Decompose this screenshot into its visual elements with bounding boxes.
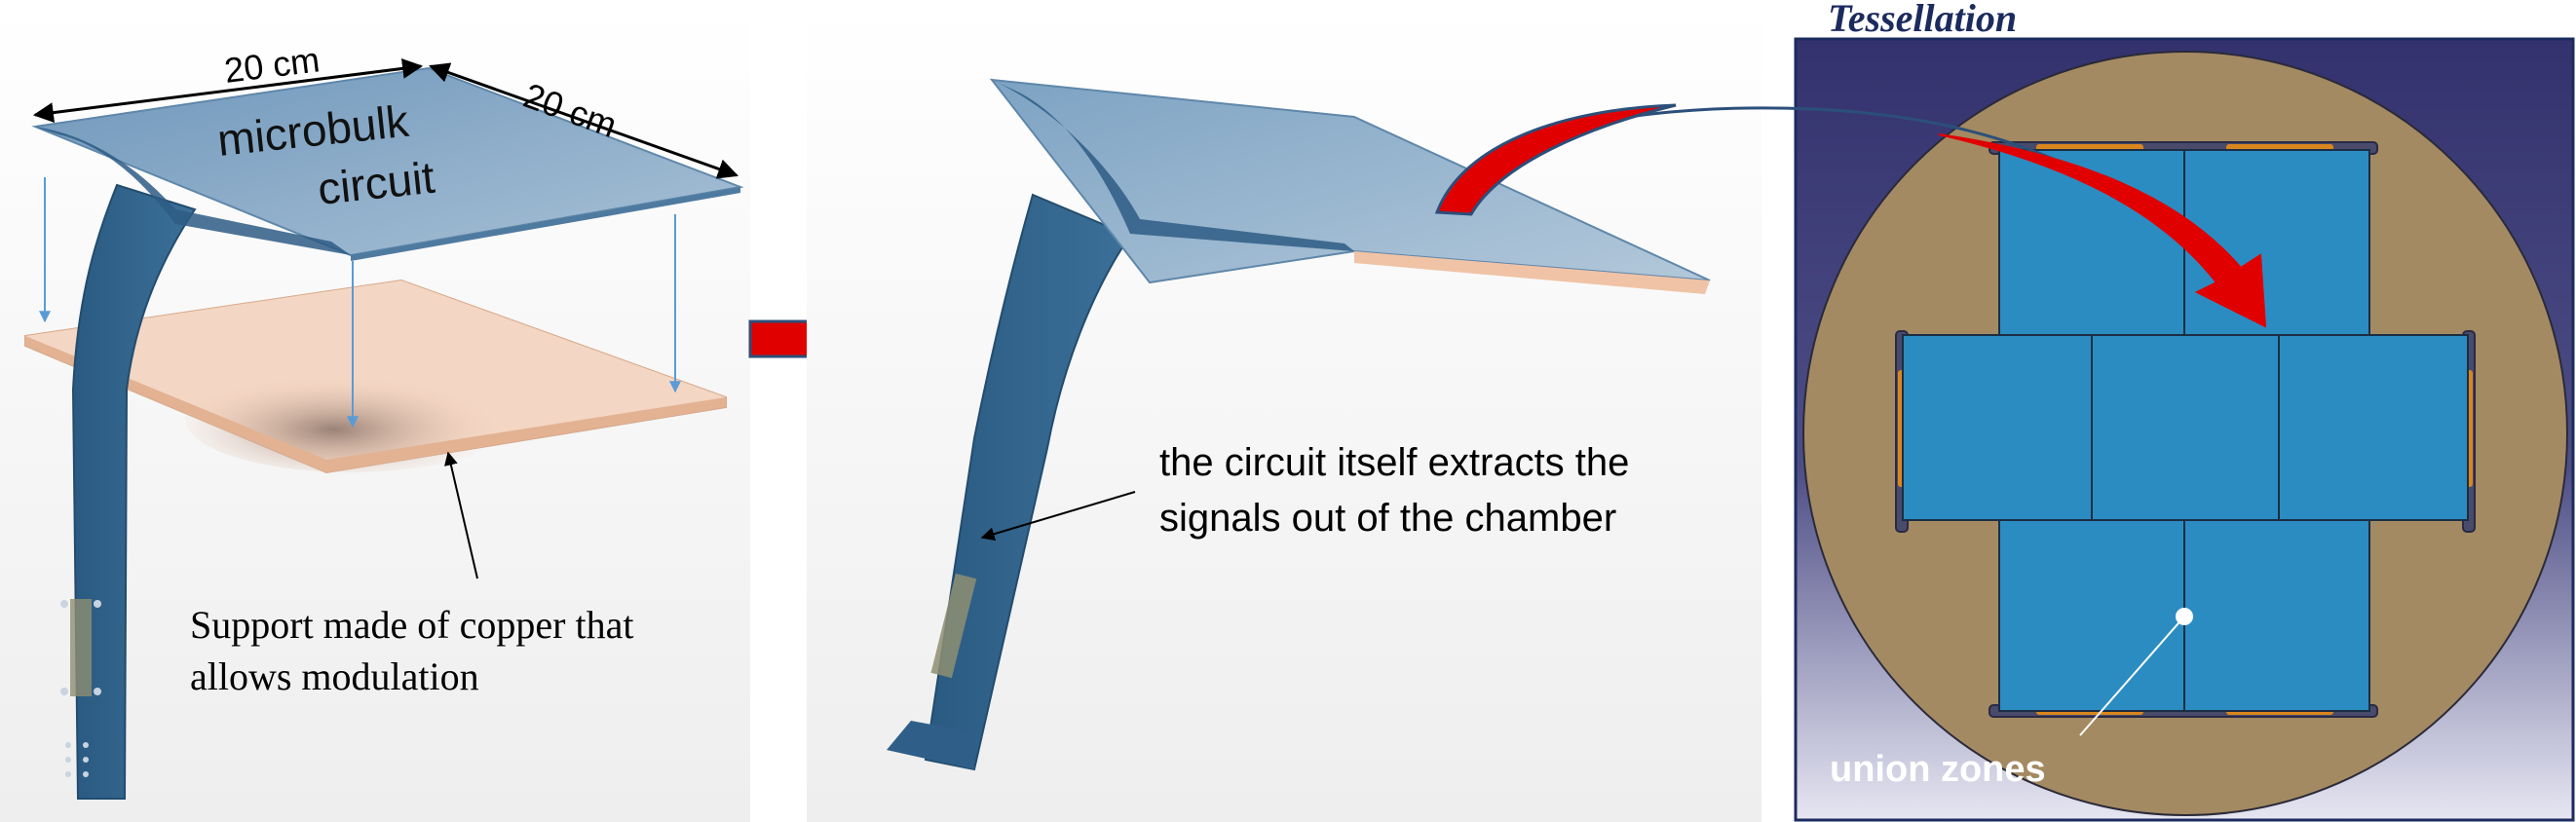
tile-bottom-right xyxy=(2183,519,2370,712)
tile-grid xyxy=(1902,149,2469,712)
tile-middle-right xyxy=(2278,334,2469,521)
connector-holes xyxy=(60,600,101,777)
dimension-arrow-right xyxy=(429,62,739,179)
tile-middle-left xyxy=(1902,334,2093,521)
signal-pointer xyxy=(980,491,1136,542)
support-pointer xyxy=(444,451,478,579)
assembled-plate xyxy=(989,78,1711,294)
connector-pads xyxy=(70,599,92,696)
union-zone-pointer xyxy=(2079,616,2185,736)
circuit-label-line2: circuit xyxy=(316,152,437,214)
circuit-leg-assembled xyxy=(924,193,1132,771)
exploded-assembly-panel: 20 cm 20 cm microbulk circuit Support ma… xyxy=(0,0,750,822)
tessellation-panel: Tessellation xyxy=(1794,0,2575,822)
tile-middle-center xyxy=(2091,334,2280,521)
tile-bottom-left xyxy=(1998,519,2185,712)
dimension-arrow-left xyxy=(32,57,424,124)
signal-label-line1: the circuit itself extracts the xyxy=(1159,441,1629,484)
support-label-line2: allows modulation xyxy=(190,654,479,698)
signal-label-line2: signals out of the chamber xyxy=(1159,497,1616,540)
circuit-leg xyxy=(71,183,197,800)
support-label-line1: Support made of copper that xyxy=(190,603,633,647)
curved-placement-arrow xyxy=(1434,103,2267,328)
tessellation-title: Tessellation xyxy=(1828,0,2017,40)
connector-pads-assembled xyxy=(930,573,977,679)
assembled-circuit-panel: the circuit itself extracts the signals … xyxy=(807,0,1762,822)
union-zones-label: union zones xyxy=(1830,749,2046,790)
